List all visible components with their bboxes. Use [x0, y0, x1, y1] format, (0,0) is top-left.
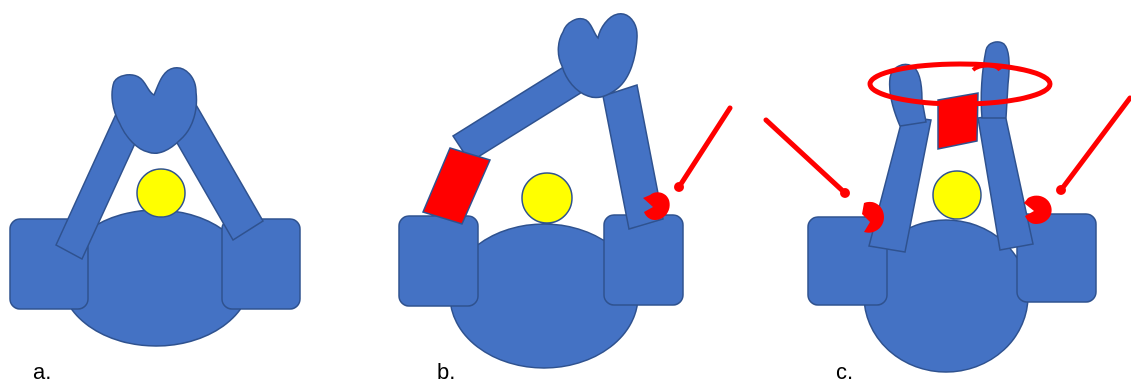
- panel-c-right-gripper: [980, 41, 1010, 119]
- panel-b-right-arm: [602, 84, 664, 230]
- panel-c-head: [932, 170, 982, 220]
- panel-c-left-actuation-line: [763, 117, 848, 196]
- panel-c-rotation-loop: [867, 61, 1053, 107]
- panel-b-left-shoulder: [398, 215, 479, 307]
- panel-a-hands: [111, 67, 198, 154]
- panel-c-right-shoulder: [1016, 213, 1097, 303]
- panel-c-right-actuation-line: [1058, 95, 1131, 193]
- panel-b-right-shoulder: [603, 214, 684, 306]
- panel-b-left-red-segment: [421, 147, 492, 225]
- panel-c-rotation-arrow-icon: [971, 63, 1002, 72]
- panel-c-center-red-block: [937, 92, 979, 150]
- panel-c-figure: [763, 41, 1131, 373]
- panel-c-left-shoulder: [807, 216, 888, 306]
- panel-a-figure: [9, 67, 301, 347]
- panel-c-left-rotation-arc-icon: [862, 201, 884, 233]
- panel-b-head: [521, 172, 573, 224]
- panel-b-rotation-arc-icon: [643, 192, 670, 220]
- panel-b-figure: [398, 13, 733, 369]
- panel-c-label: c.: [836, 359, 854, 384]
- panel-c-right-actuation-dot: [1056, 185, 1066, 195]
- panel-b-label: b.: [437, 359, 456, 384]
- panel-b-hands: [557, 13, 638, 99]
- panel-b-actuation-line: [676, 105, 733, 190]
- panel-c-left-gripper: [888, 63, 927, 127]
- panel-b-actuation-dot: [674, 182, 684, 192]
- panel-a-label: a.: [33, 359, 52, 384]
- panel-c-left-actuation-dot: [840, 188, 850, 198]
- panel-c-right-rotation-arc-icon: [1024, 195, 1052, 224]
- panel-a-head: [136, 168, 186, 218]
